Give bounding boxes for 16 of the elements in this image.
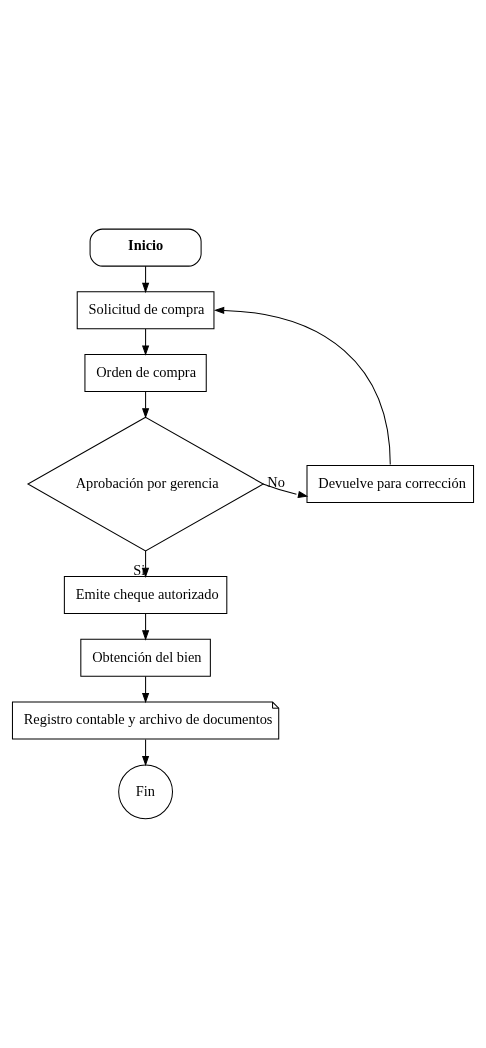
node-box: Solicitud de compra [76,291,215,330]
arrow [213,306,391,466]
node-box: Inicio [89,228,202,267]
arrow [142,391,150,419]
edge-label: Si [133,561,146,578]
arrow [142,738,150,767]
node-box: Orden de compra [84,354,207,393]
arrow [142,265,150,294]
node-diamond: Aprobación por gerencia [26,416,265,552]
arrow [262,483,309,499]
arrow [142,675,150,704]
node-circle: Fin [118,764,174,820]
node-box: Devuelve para corrección [306,465,475,504]
node-box: Emite cheque autorizado [63,576,228,615]
node-box: Obtención del bien [80,638,211,677]
edge-label: No [267,474,285,491]
